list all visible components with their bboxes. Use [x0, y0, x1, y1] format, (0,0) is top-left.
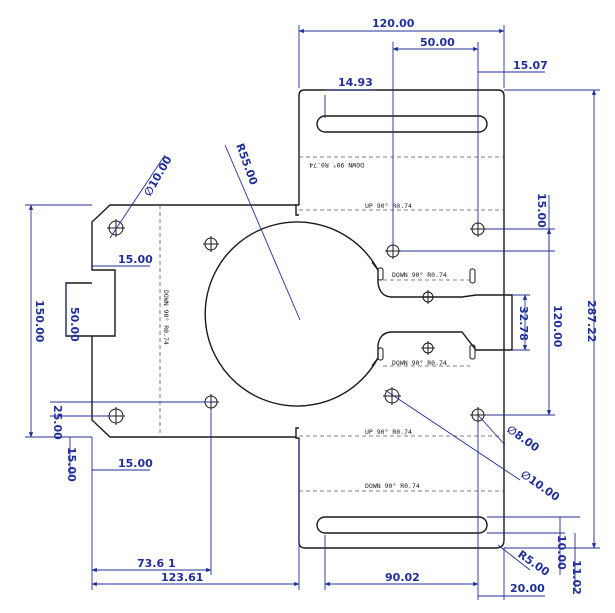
- dim-14-93: 14.93: [338, 76, 373, 89]
- right-plate-outline: [295, 89, 505, 549]
- dim-15-07: 15.07: [513, 59, 548, 72]
- dim-15-vert: 15.00: [65, 447, 78, 482]
- note-down-bottom: DOWN 90° R0.74: [365, 482, 420, 490]
- dimension-lines: [25, 25, 600, 600]
- dim-287: 287.22: [585, 300, 598, 342]
- small-slot-lower: [469, 344, 476, 360]
- dim-20: 20.00: [510, 582, 545, 595]
- part-outline: [65, 89, 513, 549]
- dim-r55: R55.00: [233, 142, 260, 187]
- dim-15-right: 15.00: [535, 193, 548, 228]
- left-plate-outline: [91, 204, 296, 438]
- dim-50-left: 50.00: [68, 307, 81, 342]
- dim-15-left: 15.00: [118, 253, 153, 266]
- dim-25: 25.00: [51, 405, 64, 440]
- small-slot-upper: [469, 268, 476, 284]
- bend-notes: DOWN 90° R0.74 UP 90° R0.74 DOWN 90° R0.…: [162, 161, 447, 490]
- holes: [107, 219, 486, 425]
- dim-11: 11.02: [570, 560, 583, 595]
- dim-150: 150.00: [33, 300, 46, 343]
- bottom-slot: [316, 516, 488, 534]
- center-tongue-outline: [371, 261, 513, 367]
- dim-90: 90.02: [385, 571, 420, 584]
- dim-dia10-top: ∅10.00: [141, 153, 175, 198]
- dim-32: 32.78: [517, 306, 530, 341]
- dim-50-top: 50.00: [420, 36, 455, 49]
- dim-15-bottom: 15.00: [118, 457, 153, 470]
- note-down-mid2: DOWN 90° R0.74: [392, 359, 447, 367]
- note-left-vertical: DOWN 90° R0.74: [162, 290, 170, 345]
- dim-73: 73.6 1: [137, 557, 176, 570]
- small-slot-bottom: [377, 347, 384, 361]
- dim-120-top: 120.00: [372, 17, 415, 30]
- dim-dia8: ∅8.00: [504, 423, 542, 455]
- note-up-bottom: UP 90° R0.74: [365, 428, 412, 436]
- dim-r5: R5.00: [515, 548, 552, 579]
- dim-120-right: 120.00: [551, 305, 564, 348]
- note-down-mid1: DOWN 90° R0.74: [392, 271, 447, 279]
- top-slot: [316, 115, 488, 133]
- dimension-labels: 120.00 50.00 15.07 14.93 R55.00 ∅10.00 1…: [33, 17, 598, 595]
- bend-lines: [159, 156, 504, 492]
- note-up-top: UP 90° R0.74: [365, 202, 412, 210]
- dim-10: 10.00: [555, 535, 568, 570]
- note-down-top: DOWN 90° R0.74: [309, 161, 364, 169]
- small-slot-top: [377, 267, 384, 281]
- dim-123: 123.61: [161, 571, 203, 584]
- dim-dia10-bottom: ∅10.00: [518, 468, 562, 504]
- large-cutout: [204, 221, 379, 407]
